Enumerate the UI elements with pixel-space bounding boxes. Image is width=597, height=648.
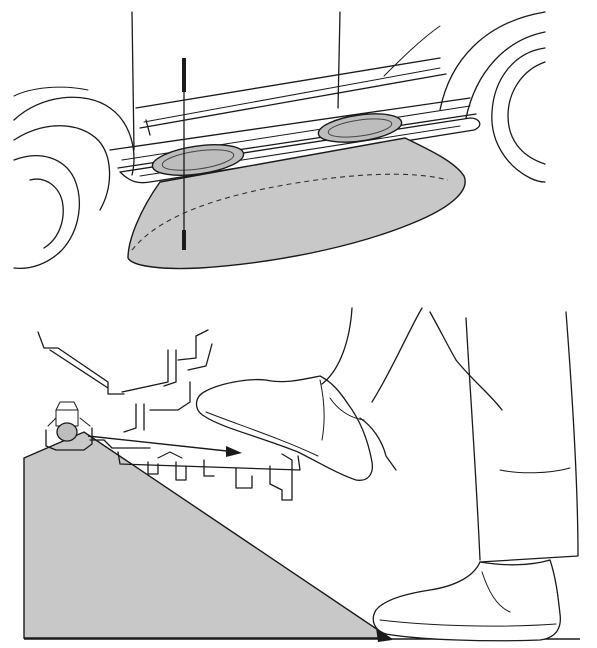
right-wheel (439, 11, 546, 183)
underbody-brackets (37, 329, 213, 449)
rocker-panel-view (13, 11, 546, 270)
trousers (321, 307, 579, 563)
jacking-area-dashed-edge (131, 173, 449, 251)
front-jack-point (151, 144, 245, 176)
handle-arrow-head (226, 446, 242, 457)
raised-shoe (195, 375, 374, 481)
door-body (109, 11, 477, 169)
foot-ramp-view (23, 307, 580, 642)
jacking-area (127, 137, 466, 270)
standing-shoe (372, 559, 562, 642)
jack-head (45, 401, 93, 451)
jack-mechanism (87, 435, 301, 501)
rear-jack-point (317, 113, 403, 143)
left-wheel (13, 86, 135, 270)
